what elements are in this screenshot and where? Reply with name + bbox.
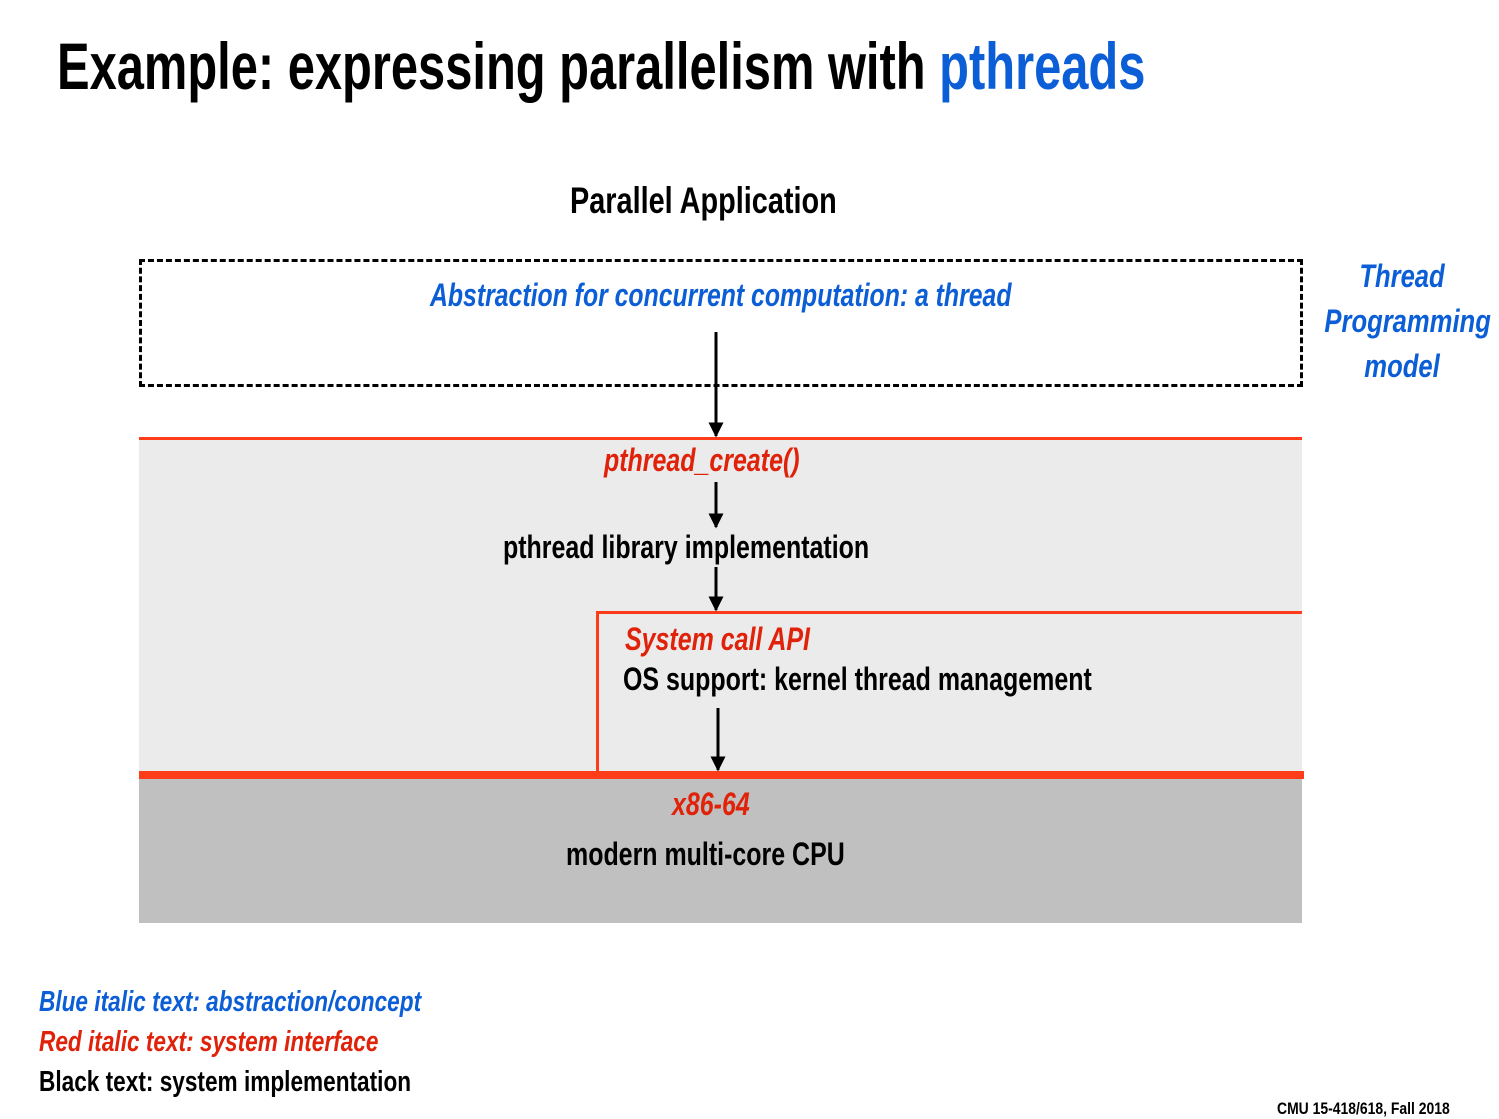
legend-red: Red italic text: system interface — [39, 1026, 379, 1058]
pthread-create-text: pthread_create() — [604, 442, 800, 478]
system-call-api-text: System call API — [625, 621, 810, 657]
programming-model-line-3: model — [1364, 348, 1440, 384]
library-implementation-label: pthread library implementation — [503, 529, 972, 566]
course-footer: CMU 15-418/618, Fall 2018 — [1277, 1099, 1488, 1119]
abstraction-text: Abstraction for concurrent computation: … — [430, 277, 1012, 313]
legend-blue: Blue italic text: abstraction/concept — [39, 986, 422, 1018]
os-support-label: OS support: kernel thread management — [623, 661, 1224, 698]
course-footer-text: CMU 15-418/618, Fall 2018 — [1277, 1099, 1450, 1118]
system-call-api-label: System call API — [625, 621, 862, 658]
legend: Blue italic text: abstraction/concept Re… — [39, 982, 529, 1102]
cpu-text: modern multi-core CPU — [566, 836, 845, 872]
pthread-create-label: pthread_create() — [604, 442, 855, 479]
thread-abstraction-box — [139, 259, 1303, 387]
programming-model-label: Thread Programming model — [1305, 254, 1499, 389]
hardware-layer — [139, 779, 1302, 923]
parallel-application-label: Parallel Application — [570, 180, 912, 222]
abstraction-label: Abstraction for concurrent computation: … — [430, 277, 1180, 314]
os-layer — [596, 611, 1302, 774]
programming-model-line-2: Programming — [1324, 303, 1491, 339]
isa-label: x86-64 — [672, 786, 772, 823]
cpu-label: modern multi-core CPU — [566, 836, 923, 873]
isa-interface-line — [139, 771, 1304, 779]
library-implementation-text: pthread library implementation — [503, 529, 870, 565]
title-highlight: pthreads — [939, 29, 1146, 103]
isa-text: x86-64 — [672, 786, 750, 822]
programming-model-line-1: Thread — [1359, 258, 1445, 294]
slide-title: Example: expressing parallelism with pth… — [57, 28, 1499, 104]
os-support-text: OS support: kernel thread management — [623, 661, 1092, 697]
title-prefix: Example: expressing parallelism with — [57, 29, 940, 103]
slide-title-text: Example: expressing parallelism with pth… — [57, 28, 1145, 104]
legend-black: Black text: system implementation — [39, 1066, 412, 1098]
pthread-interface-line — [139, 437, 1302, 440]
parallel-application-text: Parallel Application — [570, 180, 837, 221]
